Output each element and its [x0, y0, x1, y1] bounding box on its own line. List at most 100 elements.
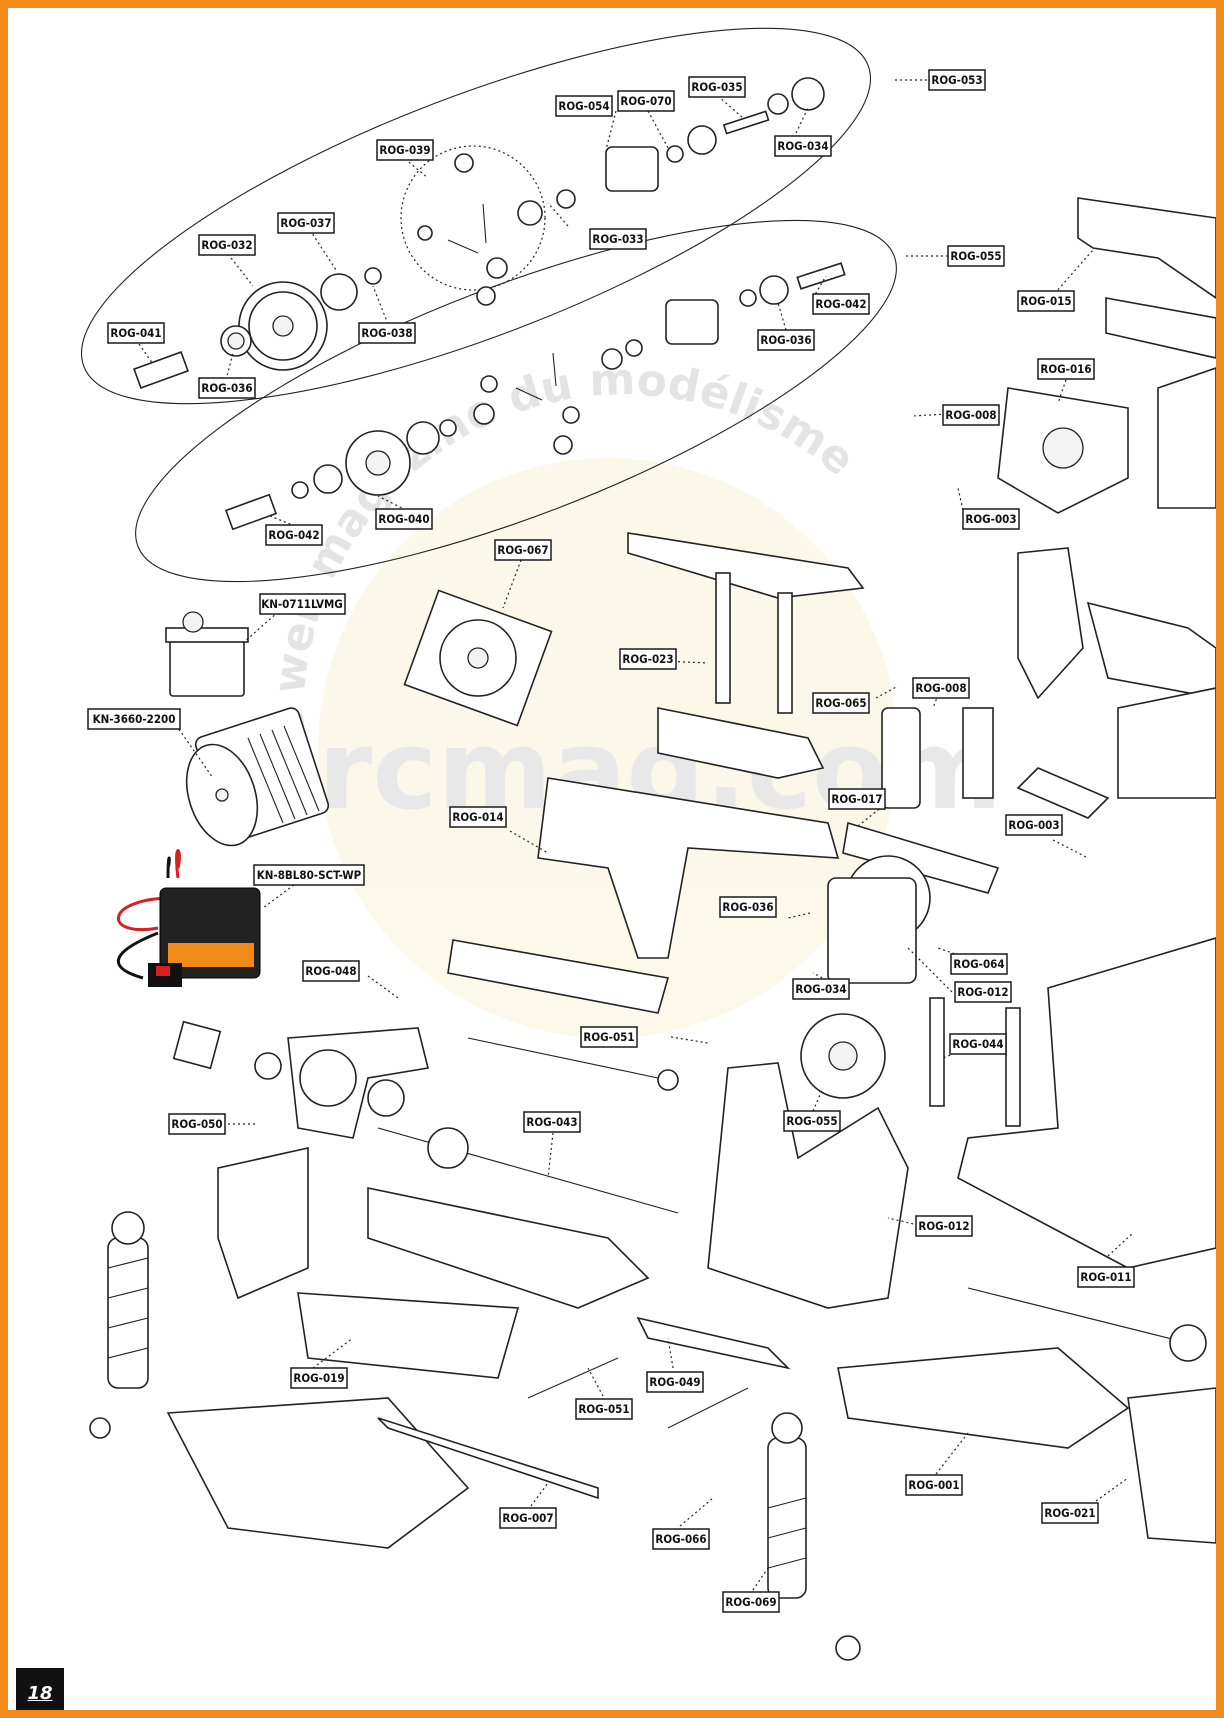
label-rog-011: ROG-011 [1077, 1266, 1135, 1288]
svg-text:ROG-016: ROG-016 [1040, 362, 1091, 376]
svg-text:ROG-067: ROG-067 [497, 543, 548, 557]
label-rog-012: ROG-012 [915, 1215, 973, 1237]
exploded-parts-diagram: Le web magazine du modélisme rcmag.com [80, 27, 1216, 1661]
svg-text:ROG-043: ROG-043 [526, 1115, 577, 1129]
svg-text:ROG-041: ROG-041 [110, 326, 161, 340]
label-rog-019: ROG-019 [290, 1367, 348, 1389]
svg-text:ROG-042: ROG-042 [268, 528, 319, 542]
label-rog-035: ROG-035 [688, 76, 746, 98]
label-rog-050: ROG-050 [168, 1113, 226, 1135]
label-rog-014: ROG-014 [449, 806, 507, 828]
svg-text:ROG-003: ROG-003 [1008, 818, 1059, 832]
svg-text:KN-3660-2200: KN-3660-2200 [93, 712, 176, 726]
svg-text:ROG-049: ROG-049 [649, 1375, 700, 1389]
upper-gearset-outline [80, 27, 872, 405]
svg-text:ROG-054: ROG-054 [558, 99, 609, 113]
svg-text:ROG-034: ROG-034 [777, 139, 828, 153]
svg-text:ROG-008: ROG-008 [945, 408, 996, 422]
label-rog-034: ROG-034 [774, 135, 832, 157]
svg-text:ROG-037: ROG-037 [280, 216, 331, 230]
label-rog-036: ROG-036 [198, 377, 256, 399]
svg-text:ROG-065: ROG-065 [815, 696, 866, 710]
label-kn-3660-2200: KN-3660-2200 [87, 708, 181, 730]
motor [185, 707, 330, 847]
svg-text:ROG-023: ROG-023 [622, 652, 673, 666]
svg-text:ROG-012: ROG-012 [957, 985, 1008, 999]
label-rog-040: ROG-040 [375, 508, 433, 530]
label-rog-037: ROG-037 [277, 212, 335, 234]
svg-text:ROG-040: ROG-040 [378, 512, 429, 526]
label-rog-044: ROG-044 [949, 1033, 1007, 1055]
lower-gearset-parts [224, 262, 846, 531]
servo [165, 611, 249, 697]
label-rog-051: ROG-051 [580, 1026, 638, 1048]
svg-text:ROG-015: ROG-015 [1020, 294, 1071, 308]
label-rog-036: ROG-036 [719, 896, 777, 918]
svg-text:ROG-003: ROG-003 [965, 512, 1016, 526]
svg-text:ROG-038: ROG-038 [361, 326, 412, 340]
label-rog-008: ROG-008 [942, 404, 1000, 426]
label-rog-069: ROG-069 [722, 1591, 780, 1613]
label-rog-008: ROG-008 [912, 677, 970, 699]
label-rog-066: ROG-066 [652, 1528, 710, 1550]
lower-gearset-outline [135, 219, 897, 583]
svg-text:ROG-014: ROG-014 [452, 810, 503, 824]
svg-text:ROG-011: ROG-011 [1080, 1270, 1131, 1284]
label-rog-003: ROG-003 [962, 508, 1020, 530]
label-rog-039: ROG-039 [376, 139, 434, 161]
cooling-fan [403, 589, 553, 727]
svg-text:KN-8BL80-SCT-WP: KN-8BL80-SCT-WP [257, 868, 362, 882]
svg-text:ROG-039: ROG-039 [379, 143, 430, 157]
svg-text:ROG-042: ROG-042 [815, 297, 866, 311]
svg-text:ROG-070: ROG-070 [620, 94, 671, 108]
label-rog-042: ROG-042 [812, 293, 870, 315]
svg-text:ROG-001: ROG-001 [908, 1478, 959, 1492]
svg-text:ROG-036: ROG-036 [722, 900, 773, 914]
svg-text:ROG-034: ROG-034 [795, 982, 846, 996]
svg-text:ROG-033: ROG-033 [592, 232, 643, 246]
label-rog-055: ROG-055 [783, 1110, 841, 1132]
label-rog-065: ROG-065 [812, 692, 870, 714]
svg-text:ROG-021: ROG-021 [1044, 1506, 1095, 1520]
label-rog-067: ROG-067 [494, 539, 552, 561]
label-kn-8bl80-sct-wp: KN-8BL80-SCT-WP [253, 864, 365, 886]
leader-lines [138, 79, 1134, 1591]
svg-text:ROG-069: ROG-069 [725, 1595, 776, 1609]
upper-gearset-parts [133, 77, 825, 389]
svg-text:ROG-050: ROG-050 [171, 1117, 222, 1131]
label-rog-001: ROG-001 [905, 1474, 963, 1496]
page-number: 18 [16, 1668, 64, 1710]
label-rog-003: ROG-003 [1005, 814, 1063, 836]
svg-text:ROG-036: ROG-036 [760, 333, 811, 347]
label-rog-064: ROG-064 [950, 953, 1008, 975]
label-rog-015: ROG-015 [1017, 290, 1075, 312]
label-rog-021: ROG-021 [1041, 1502, 1099, 1524]
differential-group-outline [400, 145, 546, 291]
label-rog-017: ROG-017 [828, 788, 886, 810]
svg-text:ROG-017: ROG-017 [831, 792, 882, 806]
svg-text:ROG-044: ROG-044 [952, 1037, 1003, 1051]
label-rog-036: ROG-036 [757, 329, 815, 351]
left-front-parts [89, 1020, 650, 1549]
label-rog-038: ROG-038 [358, 322, 416, 344]
label-rog-034: ROG-034 [792, 978, 850, 1000]
svg-text:ROG-032: ROG-032 [201, 238, 252, 252]
label-rog-053: ROG-053 [928, 69, 986, 91]
svg-text:ROG-066: ROG-066 [655, 1532, 706, 1546]
label-rog-055: ROG-055 [947, 245, 1005, 267]
svg-text:ROG-008: ROG-008 [915, 681, 966, 695]
label-rog-070: ROG-070 [617, 90, 675, 112]
svg-text:ROG-012: ROG-012 [918, 1219, 969, 1233]
svg-text:ROG-035: ROG-035 [691, 80, 742, 94]
label-rog-007: ROG-007 [499, 1507, 557, 1529]
svg-text:ROG-048: ROG-048 [305, 964, 356, 978]
label-rog-016: ROG-016 [1037, 358, 1095, 380]
esc [116, 849, 261, 987]
label-rog-048: ROG-048 [302, 960, 360, 982]
svg-text:ROG-055: ROG-055 [950, 249, 1001, 263]
label-rog-049: ROG-049 [646, 1371, 704, 1393]
label-rog-033: ROG-033 [589, 228, 647, 250]
svg-text:ROG-007: ROG-007 [502, 1511, 553, 1525]
svg-text:KN-0711LVMG: KN-0711LVMG [261, 597, 343, 611]
